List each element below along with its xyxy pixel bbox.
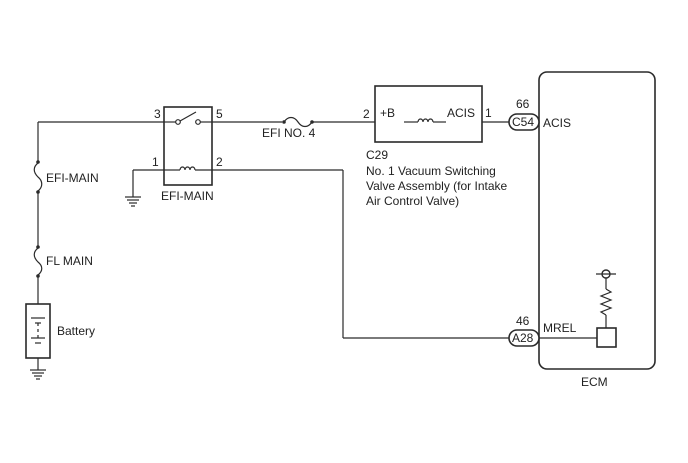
relay-pin5-label: 5 [216,107,223,121]
efi-main-fuse-icon [33,158,43,196]
fl-main-fuse-label: FL MAIN [46,254,93,268]
ecm-label: ECM [581,375,608,389]
battery-ground-icon [30,369,46,380]
vsv-name-line3: Air Control Valve) [366,194,459,208]
battery-label: Battery [57,324,95,338]
vsv-box [374,85,483,143]
relay-pin2-label: 2 [216,155,223,169]
efi-no4-fuse-label: EFI NO. 4 [262,126,316,140]
efi-no4-fuse-icon [282,116,314,128]
vsv-pin1-label: 1 [485,106,492,120]
vsv-coil-icon [404,118,446,123]
relay-pin3-label: 3 [154,107,161,121]
vsv-code-label: C29 [366,148,388,162]
efi-main-relay-box [163,106,213,186]
vsv-terminal-acis: ACIS [447,106,475,120]
vsv-terminal-plus-b: +B [380,106,395,120]
vsv-name-line2: Valve Assembly (for Intake [366,179,507,193]
ecm-power-source-icon [596,269,616,279]
battery-icon [25,303,51,359]
fl-main-fuse-icon [33,243,43,280]
ecm-terminal-acis: ACIS [543,116,571,130]
relay-ground-icon [125,196,141,207]
vsv-name-line1: No. 1 Vacuum Switching [366,164,496,178]
ecm-box [538,71,656,370]
connector-c54 [508,113,540,131]
efi-main-relay-label: EFI-MAIN [161,189,214,203]
ecm-resistor-icon [599,288,613,316]
vsv-pin2-label: 2 [363,107,370,121]
efi-main-fuse-label: EFI-MAIN [46,171,99,185]
ecm-mrel-driver-icon [596,327,617,348]
relay-coil-icon [164,166,212,171]
relay-pin1-label: 1 [152,155,159,169]
connector-c54-label: C54 [512,115,534,129]
relay-switch-icon [164,111,212,125]
connector-a28-pin: 46 [516,314,530,328]
connector-c54-pin: 66 [516,97,530,111]
ecm-terminal-mrel: MREL [543,321,577,335]
connector-a28-label: A28 [512,331,534,345]
